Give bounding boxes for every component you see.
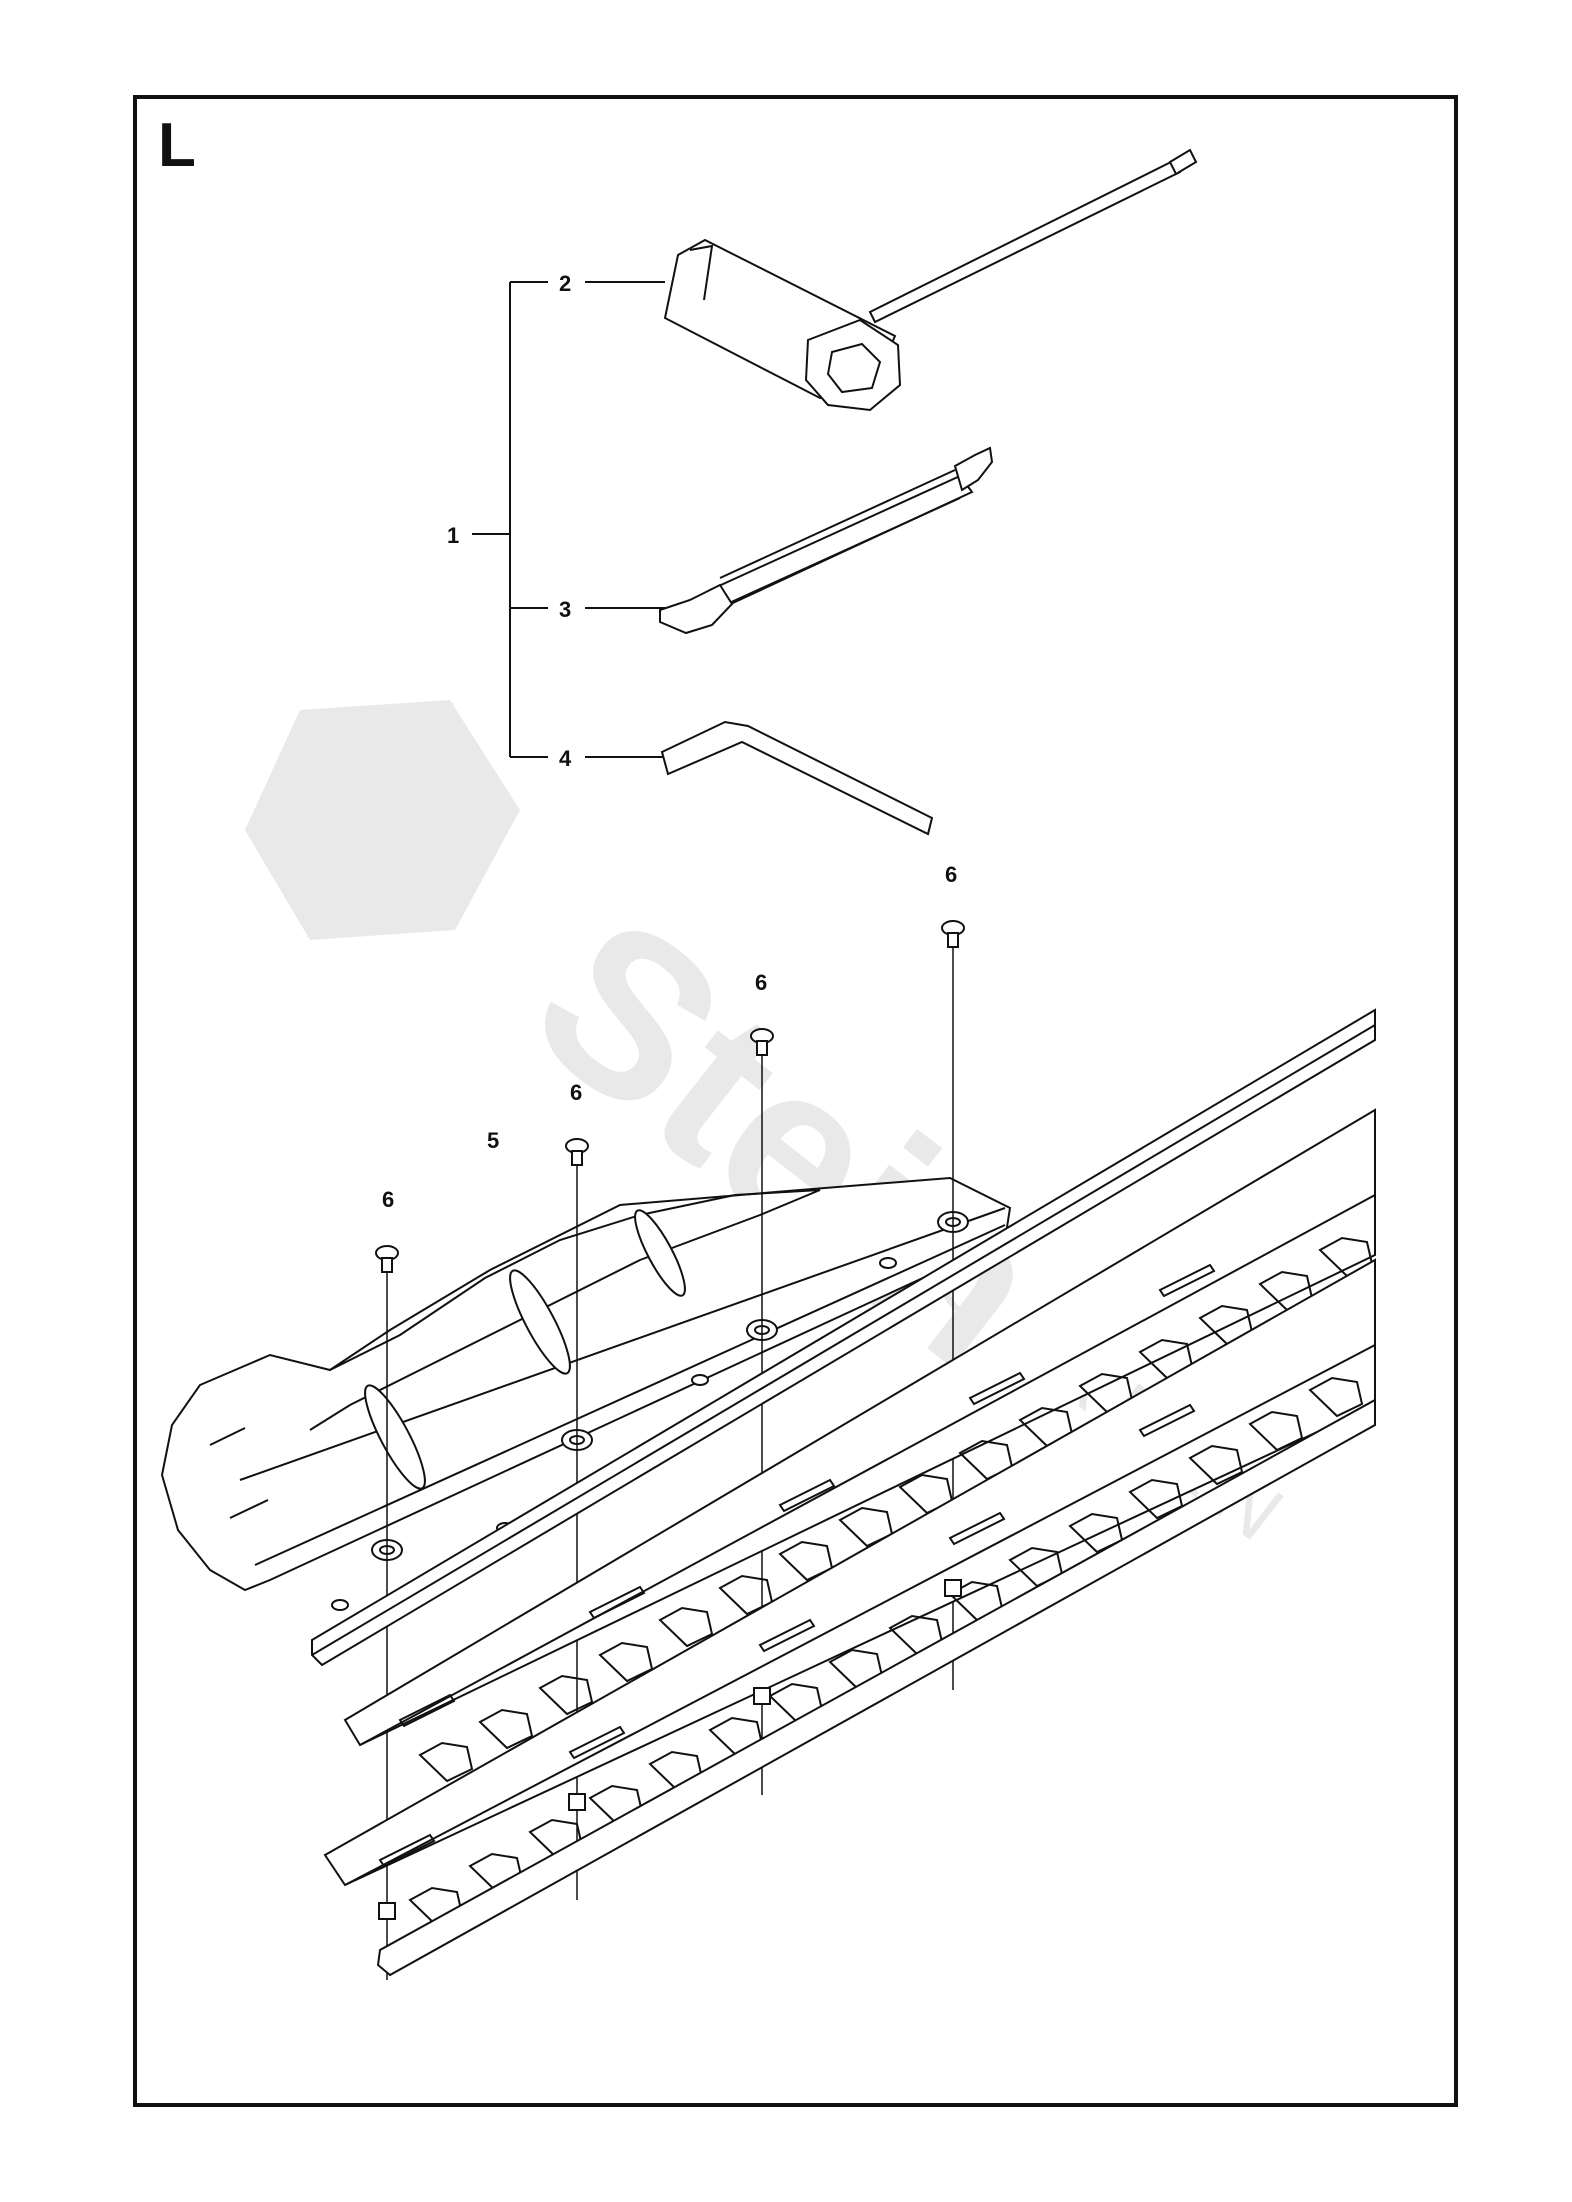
open-end-wrench-icon xyxy=(659,446,994,635)
blade-guard-icon xyxy=(160,1176,1012,1611)
callout-5: 5 xyxy=(487,1128,499,1153)
callout-6-b: 6 xyxy=(570,1080,582,1105)
callout-6-c: 6 xyxy=(755,970,767,995)
callout-3: 3 xyxy=(559,597,571,622)
kit-bracket xyxy=(472,281,665,758)
lower-blade-slots xyxy=(378,1403,1196,1868)
bottom-bar-icon xyxy=(376,1398,1376,1977)
callout-1: 1 xyxy=(447,523,459,548)
hex-key-icon xyxy=(660,720,934,836)
combination-spanner-icon xyxy=(663,148,1198,412)
guide-bar-icon xyxy=(311,1008,1376,1667)
callout-6-d: 6 xyxy=(945,862,957,887)
screw-icon-b xyxy=(565,1138,589,1166)
upper-blade-slots xyxy=(398,1263,1216,1728)
callout-6-a: 6 xyxy=(382,1187,394,1212)
watermark-logo-icon xyxy=(245,700,520,940)
callout-4: 4 xyxy=(559,746,572,771)
screw-icon-d xyxy=(941,920,965,948)
callout-2: 2 xyxy=(559,271,571,296)
section-letter: L xyxy=(158,111,196,180)
screw-icon-a xyxy=(375,1245,399,1273)
upper-blade-teeth xyxy=(418,1236,1374,1783)
square-nuts xyxy=(378,1579,962,1920)
upper-blade-icon xyxy=(343,1108,1376,1747)
